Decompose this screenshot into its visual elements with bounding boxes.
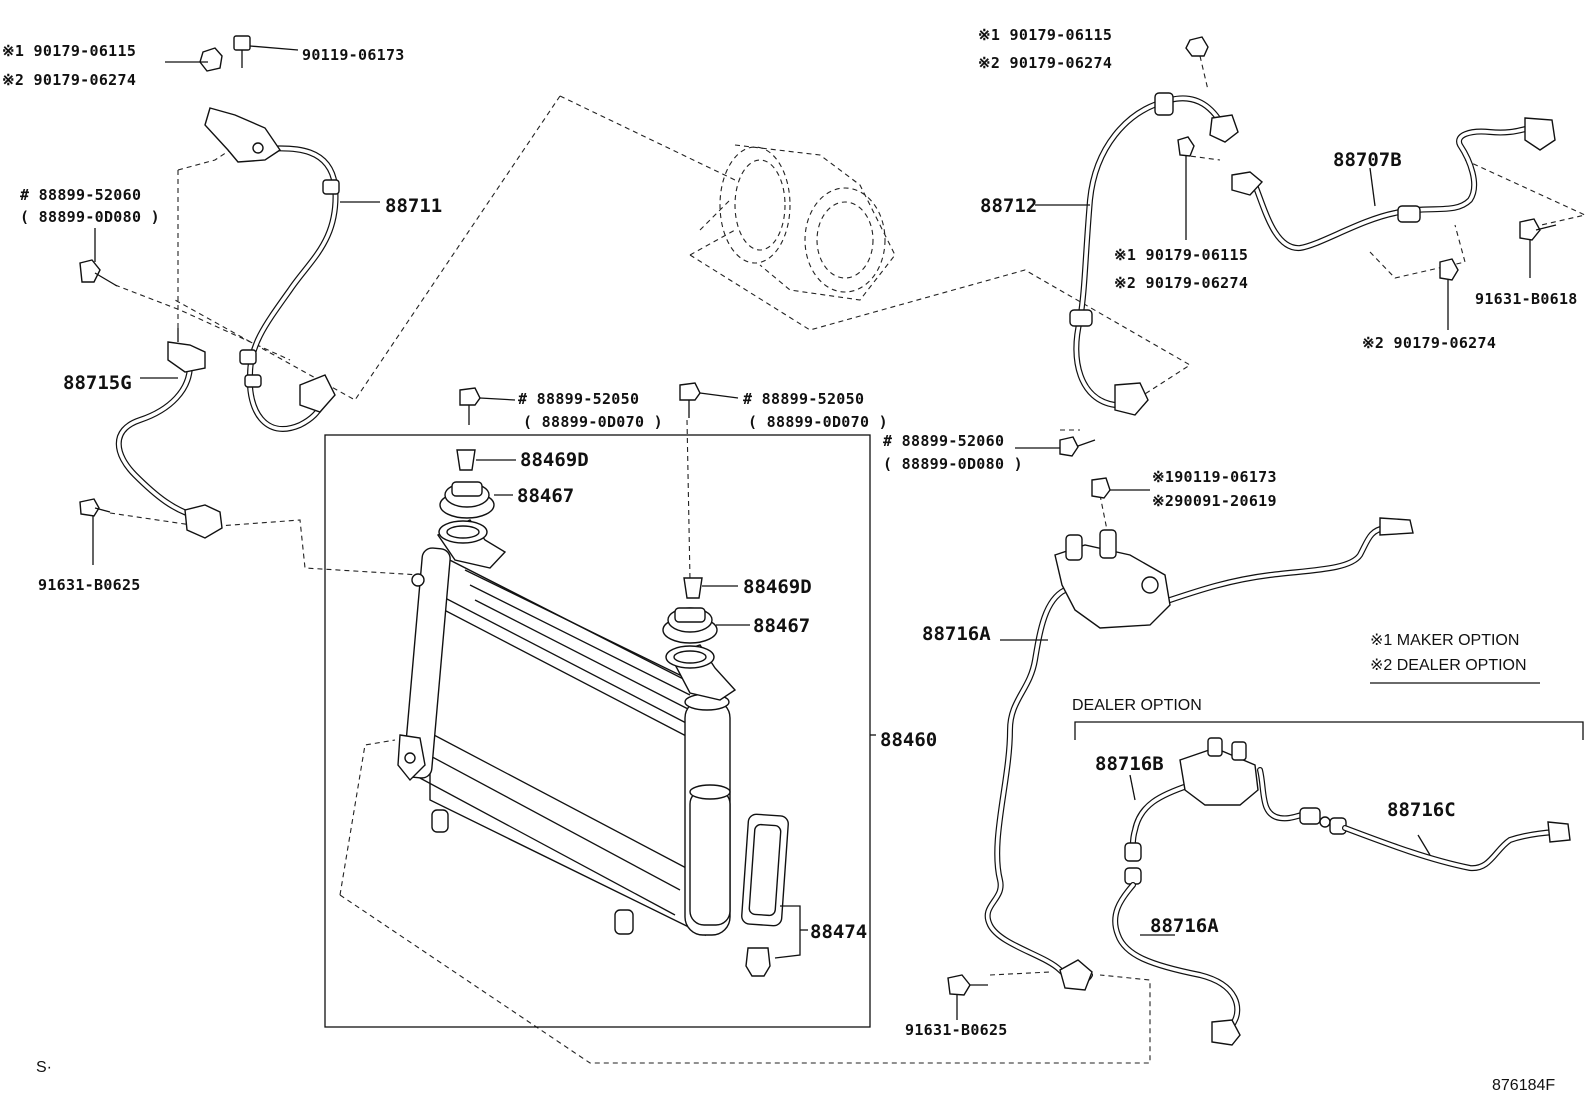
bolt-icon-br <box>947 974 988 1020</box>
label-mid-h1a: # 88899-52050 <box>518 390 639 408</box>
label-tl-bolt: 90119-06173 <box>302 46 405 64</box>
label-88716a-2: 88716A <box>1150 915 1219 937</box>
label-mid-h2b: ( 88899-0D070 ) <box>748 413 888 431</box>
label-corner-s: S· <box>36 1059 52 1076</box>
bolt-icon-tr <box>1519 218 1557 278</box>
label-88467-1: 88467 <box>517 485 574 507</box>
dealer-option-bracket <box>1074 721 1584 740</box>
label-bl-bolt: 91631-B0625 <box>38 576 141 594</box>
cushion-88467-1 <box>439 481 513 519</box>
label-tl-h2: ( 88899-0D080 ) <box>20 208 160 226</box>
bushing-88469d-2 <box>683 577 738 599</box>
label-tr-k1: ※1 90179-06115 <box>978 26 1112 44</box>
screw-icon-mid-1 <box>459 387 516 425</box>
labels: ※1 90179-06115 ※2 90179-06274 90119-0617… <box>2 26 1578 1094</box>
dashed-leaders <box>109 55 1587 1064</box>
compressor-ghost <box>689 144 896 301</box>
label-88716b: 88716B <box>1095 753 1164 775</box>
condenser-88460 <box>397 519 808 977</box>
bolt-icon-mr <box>1015 436 1096 457</box>
condenser-frame <box>324 434 871 1028</box>
bushing-88469d-1 <box>456 449 516 471</box>
label-mr-k2: ※290091-20619 <box>1152 492 1277 510</box>
hose-88711 <box>204 107 340 432</box>
label-mid-h1b: ( 88899-0D070 ) <box>523 413 663 431</box>
label-mr-k1: ※190119-06173 <box>1152 468 1277 486</box>
pipe-88715g <box>115 328 223 539</box>
label-maker-option: ※1 MAKER OPTION <box>1370 632 1519 649</box>
label-dealer-option: DEALER OPTION <box>1072 697 1202 714</box>
label-tr-k2: ※2 90179-06274 <box>978 54 1112 72</box>
nut-icon-tl <box>165 47 223 72</box>
label-tl-h1: # 88899-52060 <box>20 186 141 204</box>
nut-icon-tr <box>1185 36 1209 57</box>
label-diagram-id: 876184F <box>1492 1077 1555 1094</box>
label-88460: 88460 <box>880 729 937 751</box>
label-88716c: 88716C <box>1387 799 1456 821</box>
nut-icon-tr-2 <box>1177 136 1195 240</box>
label-br-bolt: 91631-B0625 <box>905 1021 1008 1039</box>
label-88711: 88711 <box>385 195 442 217</box>
hose-88712 <box>1035 92 1239 416</box>
bolt-icon-bl <box>79 498 111 565</box>
label-88716a-1: 88716A <box>922 623 991 645</box>
screw-icon-mid-2 <box>679 382 739 418</box>
bolt-icon-tl <box>233 35 299 68</box>
pipe-88707b <box>1231 117 1556 251</box>
label-mid-h2a: # 88899-52050 <box>743 390 864 408</box>
label-tl-k2: ※2 90179-06274 <box>2 71 136 89</box>
label-88474: 88474 <box>810 921 867 943</box>
label-tr-bolt: 91631-B0618 <box>1475 290 1578 308</box>
label-88707b: 88707B <box>1333 149 1402 171</box>
label-tr-mk2: ※2 90179-06274 <box>1114 274 1248 292</box>
label-mr-h2: ( 88899-0D080 ) <box>883 455 1023 473</box>
label-dealer-option-note: ※2 DEALER OPTION <box>1370 657 1527 674</box>
label-88467-2: 88467 <box>753 615 810 637</box>
bolt-icon-left <box>79 228 118 287</box>
label-mr-h1: # 88899-52060 <box>883 432 1004 450</box>
dealer-option-assembly <box>1112 737 1571 1046</box>
label-88712: 88712 <box>980 195 1037 217</box>
bolt-icon-mr-2 <box>1091 477 1150 499</box>
pipe-88716a <box>984 517 1414 991</box>
label-tr-k2b: ※2 90179-06274 <box>1362 334 1496 352</box>
label-88469d-2: 88469D <box>743 576 812 598</box>
cushion-88467-2 <box>662 607 750 644</box>
nut-icon-tr-3 <box>1439 258 1459 330</box>
label-88469d-1: 88469D <box>520 449 589 471</box>
label-tl-k1: ※1 90179-06115 <box>2 42 136 60</box>
label-88715g: 88715G <box>63 372 132 394</box>
label-tr-mk1: ※1 90179-06115 <box>1114 246 1248 264</box>
